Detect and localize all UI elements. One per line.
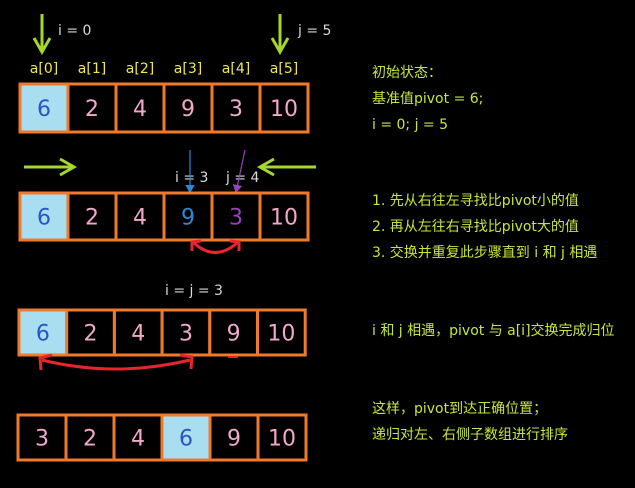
row1-cell-2 [114,82,166,134]
row2-cell-value-1: 2 [85,206,99,231]
row3-cell-4 [208,308,260,357]
row1-note-0: 初始状态： [372,65,442,81]
row1-j-pointer [270,14,290,56]
row1-i-label: i = 0 [58,23,91,39]
row1-notes: 初始状态： 基准值pivot = 6; i = 0; j = 5 [372,60,483,138]
row3-note-0: i 和 j 相遇，pivot 与 a[i]交换完成归位 [372,323,615,339]
row4-cell-4 [208,413,260,462]
row2-j-label: j = 4 [225,170,260,186]
right-side-arrow [256,157,316,177]
row4-cell-3 [160,413,212,462]
row3-cell-value-2: 4 [131,322,145,347]
row2-cell-0 [18,191,70,242]
row3-array: 6 2 4 3 9 10 [17,308,307,357]
row3-cell-1 [65,308,116,357]
row1-cell-value-1: 2 [85,97,99,122]
row2-note-0: 1. 先从右往左寻找比pivot小的值 [372,193,579,209]
index-label-4: a[4] [222,61,250,77]
row1-index-labels: a[0] a[1] a[2] a[3] a[4] a[5] [30,61,298,77]
row3-notes: i 和 j 相遇，pivot 与 a[i]交换完成归位 [372,318,615,344]
row1-cell-value-3: 9 [181,97,195,122]
row2-cell-4 [210,191,262,242]
row1-cell-1 [66,82,118,134]
row2-swap-arrow [190,239,241,254]
row2-cell-3 [162,191,214,242]
row3-cell-value-4: 9 [227,322,241,347]
row4-cell-2 [112,413,164,462]
index-label-2: a[2] [126,61,154,77]
row2-i-label: i = 3 [175,170,208,186]
row4-cell-value-4: 9 [227,427,241,452]
row1-cell-0 [18,82,70,134]
row2-cell-1 [66,191,118,242]
row2-note-1: 2. 再从左往右寻找比pivot大的值 [372,219,579,235]
row1-cell-5 [258,82,310,134]
row2-cell-value-3: 9 [181,206,195,231]
row4-cell-value-2: 4 [131,427,145,452]
index-label-0: a[0] [30,61,58,77]
row2-cell-value-4: 3 [229,206,243,231]
index-label-3: a[3] [174,61,202,77]
row4-array: 3 2 4 6 9 10 [16,413,308,462]
row4-cell-value-5: 10 [268,427,296,452]
row4-cell-value-0: 3 [35,427,49,452]
index-label-5: a[5] [270,61,298,77]
row2-cell-value-2: 4 [133,206,147,231]
row3-cell-5 [256,308,307,357]
row2-cell-2 [114,191,166,242]
row1-i-pointer [32,14,52,56]
row3-swap-arrow [38,353,238,371]
row1-note-1: 基准值pivot = 6; [372,91,484,107]
row2-cell-value-0: 6 [37,206,51,231]
row2-cell-value-5: 10 [270,206,298,231]
row3-cell-value-0: 6 [36,322,50,347]
row2-j-arrow [232,149,246,194]
index-label-1: a[1] [78,61,106,77]
row4-note-0: 这样，pivot到达正确位置； [372,401,548,417]
row2-notes: 1. 先从右往左寻找比pivot小的值 2. 再从左往右寻找比pivot大的值 … [372,188,597,266]
row1-j-label: j = 5 [297,23,331,39]
row4-cell-value-3: 6 [179,427,193,452]
row1-note-2: i = 0; j = 5 [372,117,449,133]
row1-array: 6 2 4 9 3 10 [18,82,310,134]
row4-cell-0 [16,413,68,462]
row2-array: 6 2 4 9 3 10 [18,191,310,242]
row4-notes: 这样，pivot到达正确位置； 递归对左、右侧子数组进行排序 [372,396,568,448]
left-side-arrow [24,157,78,177]
row3-cell-value-1: 2 [84,322,98,347]
row4-cell-5 [256,413,308,462]
row1-cell-value-2: 4 [133,97,147,122]
row1-cell-value-4: 3 [229,97,243,122]
row2-cell-5 [258,191,310,242]
row4-cell-value-1: 2 [83,427,97,452]
row4-note-1: 递归对左、右侧子数组进行排序 [372,427,568,443]
row4-cell-1 [64,413,116,462]
row3-cell-value-5: 10 [267,322,295,347]
row3-cell-value-3: 3 [179,322,193,347]
row1-cell-value-0: 6 [37,97,51,122]
row2-note-2: 3. 交换并重复此步骤直到 i 和 j 相遇 [372,245,598,261]
row3-meet-label: i = j = 3 [165,283,223,299]
row1-cell-value-5: 10 [270,97,298,122]
